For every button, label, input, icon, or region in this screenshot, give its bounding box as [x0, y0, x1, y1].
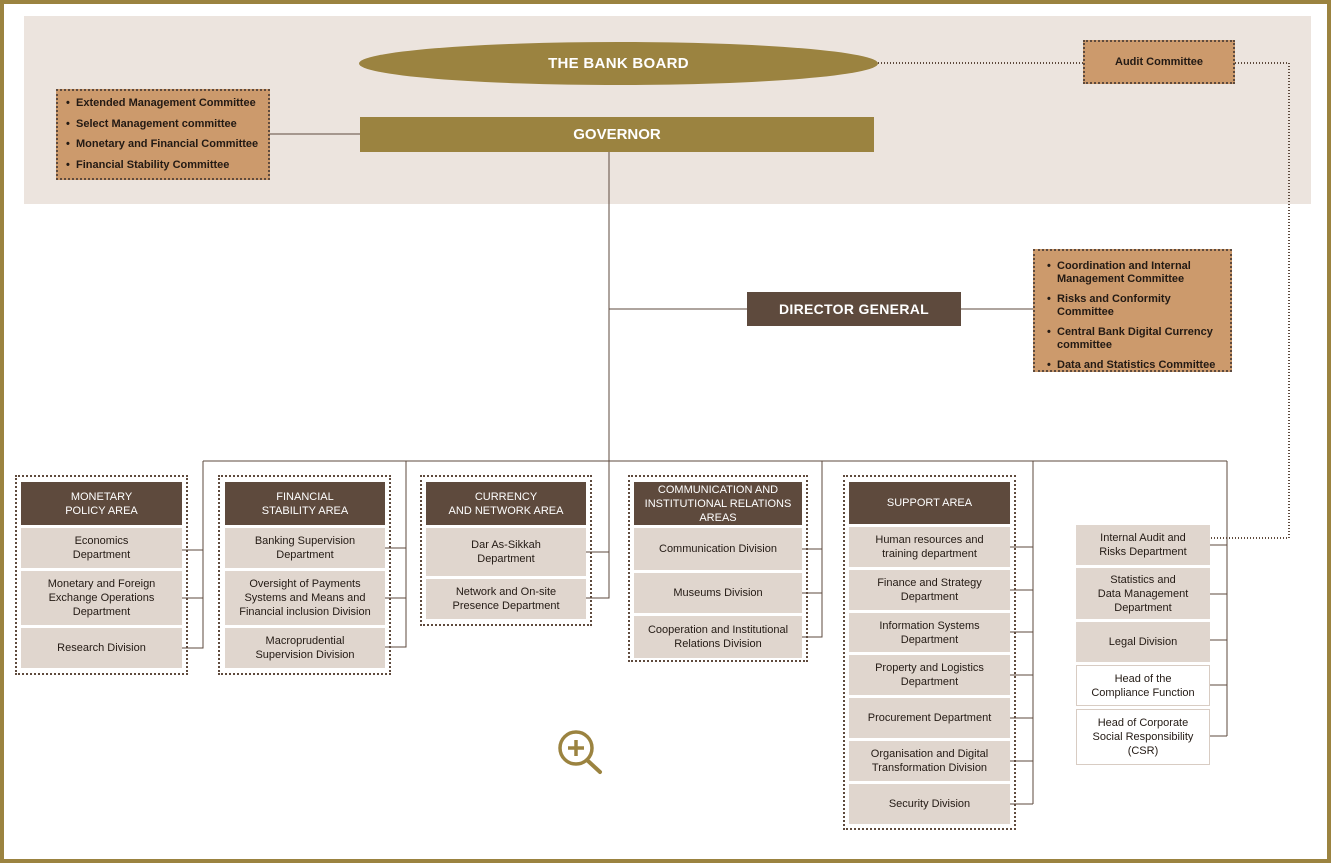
committee-item: Monetary and Financial Committee [66, 138, 260, 151]
committee-item: Risks and Conformity Committee [1047, 293, 1222, 319]
unit-procurement: Procurement Department [849, 698, 1010, 738]
support-area-box [843, 475, 1016, 830]
monetary-area-box [15, 475, 188, 675]
support-area-title: SUPPORT AREA [849, 482, 1010, 524]
governor: GOVERNOR [360, 117, 874, 152]
unit-oversight-payments: Oversight of Payments Systems and Means … [225, 571, 385, 625]
audit-committee: Audit Committee [1083, 40, 1235, 84]
committee-item: Extended Management Committee [66, 97, 260, 110]
unit-macroprudential: Macroprudential Supervision Division [225, 628, 385, 668]
bank-board-label: THE BANK BOARD [548, 55, 689, 72]
unit-cooperation: Cooperation and Institutional Relations … [634, 616, 802, 658]
unit-finance-strategy: Finance and Strategy Department [849, 570, 1010, 610]
committee-item: Data and Statistics Committee [1047, 359, 1222, 372]
committee-item: Central Bank Digital Currency committee [1047, 326, 1222, 352]
dotted-audit-internal-audit [1210, 62, 1290, 539]
committee-item: Select Management committee [66, 118, 260, 131]
unit-organisation-digital: Organisation and Digital Transformation … [849, 741, 1010, 781]
unit-information-systems: Information Systems Department [849, 613, 1010, 652]
unit-economics: Economics Department [21, 528, 182, 568]
unit-hr-training: Human resources and training department [849, 527, 1010, 567]
bank-board: THE BANK BOARD [359, 42, 878, 85]
line-currency-2 [586, 552, 610, 599]
currency-area-title: CURRENCY AND NETWORK AREA [426, 482, 586, 525]
unit-monetary-fx: Monetary and Foreign Exchange Operations… [21, 571, 182, 625]
director-general-label: DIRECTOR GENERAL [779, 301, 929, 317]
unit-csr-head: Head of Corporate Social Responsibility … [1076, 709, 1210, 765]
unit-security: Security Division [849, 784, 1010, 824]
unit-museums: Museums Division [634, 573, 802, 613]
governor-committees-box: Extended Management Committee Select Man… [56, 89, 270, 180]
line-financial-3 [385, 548, 407, 648]
dg-committees-box: Coordination and Internal Management Com… [1033, 249, 1232, 372]
zoom-in-icon[interactable] [556, 729, 604, 777]
unit-compliance-head: Head of the Compliance Function [1076, 665, 1210, 706]
line-comm-3 [802, 549, 823, 638]
committee-item: Financial Stability Committee [66, 159, 260, 172]
monetary-area-title: MONETARY POLICY AREA [21, 482, 182, 525]
audit-committee-label: Audit Committee [1115, 56, 1203, 68]
unit-network-onsite: Network and On-site Presence Department [426, 579, 586, 619]
unit-research: Research Division [21, 628, 182, 668]
communication-area-title: COMMUNICATION AND INSTITUTIONAL RELATION… [634, 482, 802, 525]
governor-label: GOVERNOR [573, 126, 661, 143]
unit-property-logistics: Property and Logistics Department [849, 655, 1010, 695]
communication-area-box [628, 475, 808, 662]
unit-communication: Communication Division [634, 528, 802, 570]
unit-statistics-data: Statistics and Data Management Departmen… [1076, 568, 1210, 619]
financial-area-box [218, 475, 391, 675]
unit-legal: Legal Division [1076, 622, 1210, 662]
line-monetary-3 [182, 550, 204, 649]
unit-internal-audit-risks: Internal Audit and Risks Department [1076, 525, 1210, 565]
unit-dar-as-sikkah: Dar As-Sikkah Department [426, 528, 586, 576]
director-general: DIRECTOR GENERAL [747, 292, 961, 326]
financial-area-title: FINANCIAL STABILITY AREA [225, 482, 385, 525]
currency-area-box [420, 475, 592, 626]
unit-banking-supervision: Banking Supervision Department [225, 528, 385, 568]
committee-item: Coordination and Internal Management Com… [1047, 260, 1222, 286]
